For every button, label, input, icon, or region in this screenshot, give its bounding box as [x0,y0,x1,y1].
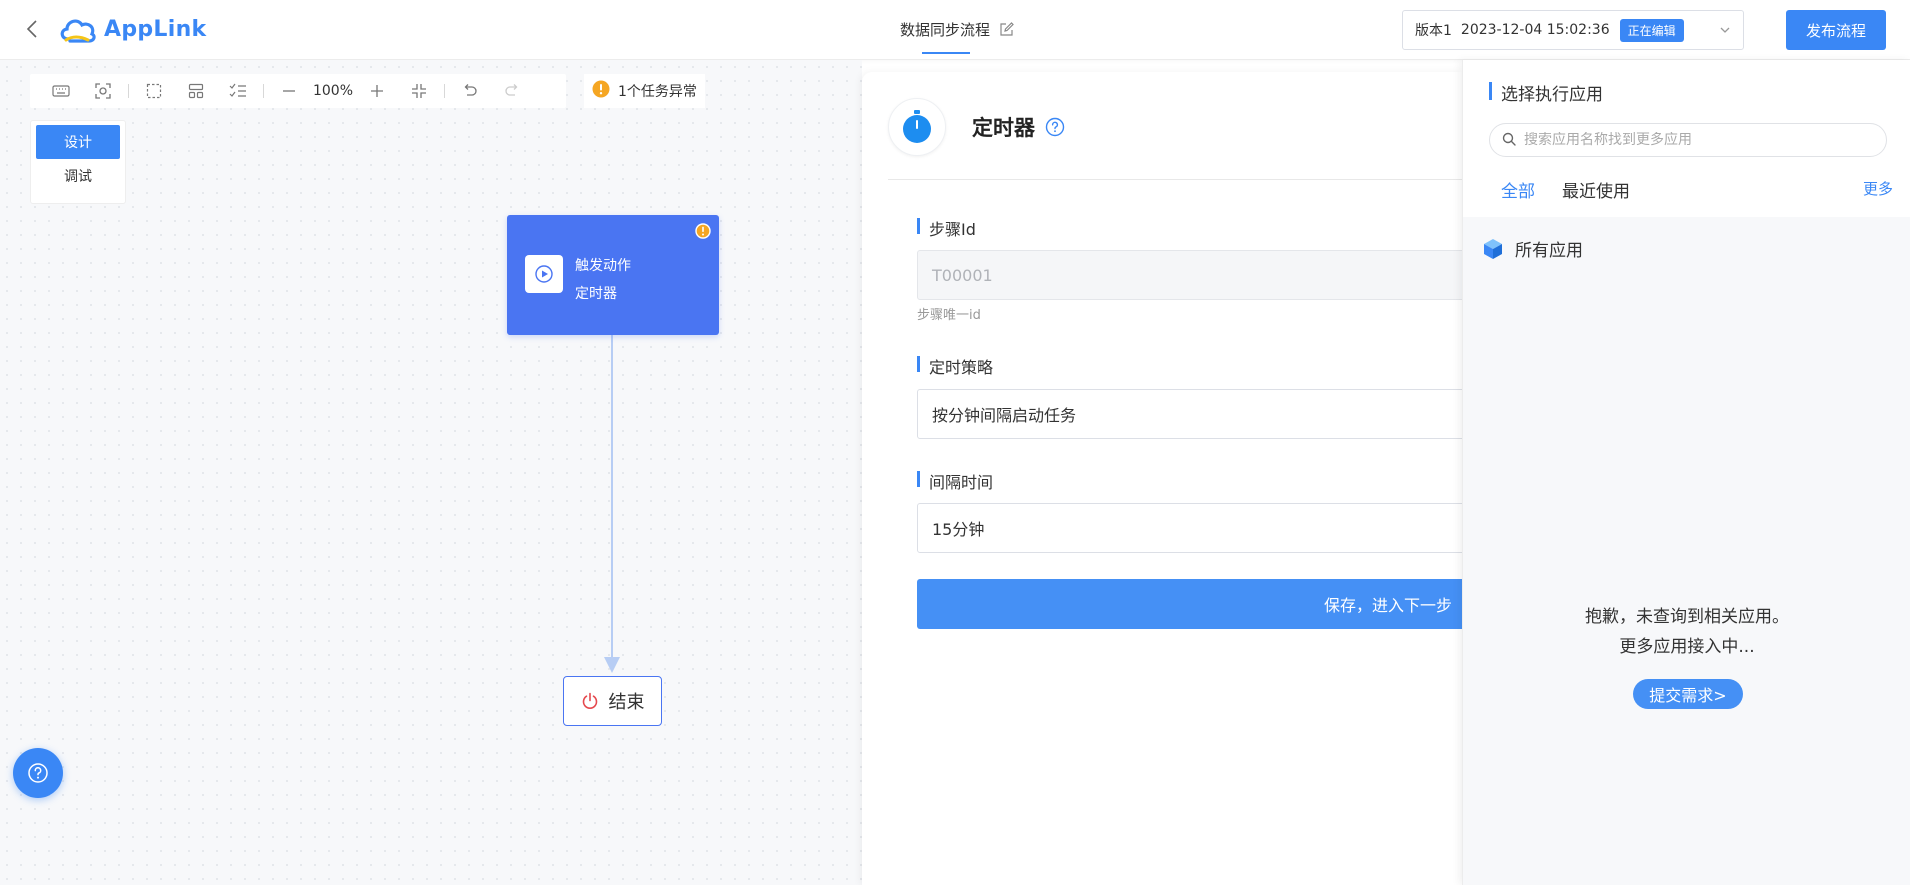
redo-button[interactable] [491,74,533,108]
version-select[interactable]: 版本1 2023-12-04 15:02:36 正在编辑 [1402,10,1744,50]
end-node[interactable]: 结束 [563,676,662,726]
auto-layout-button[interactable] [175,74,217,108]
step-id-hint: 步骤唯一id [917,308,981,323]
toolbar-divider [128,84,129,98]
canvas-toolbar: 100% [30,74,566,108]
timer-icon [888,98,946,156]
fit-view-button[interactable] [82,74,124,108]
strategy-select[interactable]: 按分钟间隔启动任务 [917,389,1462,439]
strategy-label: 定时策略 [917,354,993,378]
chevron-down-icon [1719,24,1731,40]
mode-switch: 设计 调试 [30,120,126,204]
question-circle-icon[interactable] [1045,117,1065,137]
box-select-icon [146,83,162,99]
design-mode-button[interactable]: 设计 [36,125,120,159]
undo-icon [464,84,477,96]
task-warning-chip[interactable]: 1个任务异常 [584,74,705,108]
zoom-level: 100% [312,83,354,99]
app-search-input[interactable] [1524,132,1864,148]
checklist-icon [229,83,246,97]
task-warning-text: 1个任务异常 [618,84,697,100]
editing-status-badge: 正在编辑 [1619,18,1684,42]
save-next-button[interactable]: 保存，进入下一步 [917,579,1462,629]
flow-title: 数据同步流程 [900,19,1014,40]
power-icon [581,692,599,710]
node-warning-icon [695,223,711,243]
focus-icon [95,83,111,99]
cube-icon [1481,237,1505,261]
all-apps-label: 所有应用 [1515,241,1583,261]
app-selector-panel: 选择执行应用 全部 最近使用 更多 [1462,60,1910,885]
checklist-button[interactable] [217,74,259,108]
question-icon [28,763,48,783]
app-search-box[interactable] [1489,123,1887,157]
undo-button[interactable] [449,74,491,108]
minus-icon [283,90,295,92]
play-icon [525,255,563,293]
logo[interactable]: AppLink [58,14,206,44]
zoom-out-button[interactable] [268,74,310,108]
end-node-label: 结束 [608,692,645,713]
layout-icon [188,83,204,99]
config-header: 定时器 [888,98,1065,156]
logo-text: AppLink [104,16,207,42]
app-panel-title: 选择执行应用 [1489,80,1603,105]
search-icon [1502,131,1516,150]
shrink-icon [412,84,426,98]
interval-select[interactable]: 15分钟 [917,503,1462,553]
tab-all[interactable]: 全部 [1501,182,1535,202]
warning-icon [592,80,610,102]
trigger-node-title: 触发动作 [575,258,631,274]
back-button[interactable] [20,16,44,42]
edit-title-icon[interactable] [999,22,1014,37]
empty-message-line2: 更多应用接入中... [1619,637,1755,657]
debug-mode-button[interactable]: 调试 [64,169,92,185]
box-select-button[interactable] [133,74,175,108]
config-title: 定时器 [972,116,1035,140]
step-id-label: 步骤Id [917,216,976,240]
version-label: 版本1 [1415,23,1452,39]
tab-recent[interactable]: 最近使用 [1562,182,1630,202]
all-apps-category[interactable]: 所有应用 [1481,236,1583,261]
submit-request-button[interactable]: 提交需求> [1633,679,1743,709]
keyboard-icon [52,85,70,97]
cloud-logo-icon [60,19,96,43]
app-panel-top: 选择执行应用 全部 最近使用 更多 [1463,60,1910,217]
keyboard-shortcuts-button[interactable] [40,74,82,108]
header: AppLink 数据同步流程 版本1 2023-12-04 15:02:36 正… [0,0,1910,60]
empty-message-line1: 抱歉，未查询到相关应用。 [1585,607,1789,627]
redo-icon [505,84,518,96]
step-id-field: T00001 [917,250,1462,300]
step-config-panel: 定时器 步骤Id T00001 步骤唯一id 定时策略 按分钟间隔启动任务 间隔… [862,72,1462,885]
interval-label: 间隔时间 [917,469,993,493]
help-button[interactable] [13,748,63,798]
connector-arrow [604,657,620,673]
version-timestamp: 2023-12-04 15:02:36 [1460,22,1610,38]
trigger-node-subtitle: 定时器 [575,286,617,302]
more-link[interactable]: 更多 [1862,180,1893,198]
collapse-view-button[interactable] [398,74,440,108]
publish-flow-button[interactable]: 发布流程 [1786,10,1886,50]
flow-title-text: 数据同步流程 [900,21,991,39]
flow-canvas[interactable]: 100% [0,60,862,885]
trigger-node[interactable]: 触发动作 定时器 [507,215,719,335]
plus-icon [371,85,383,97]
toolbar-divider [263,84,264,98]
config-divider [888,179,1462,180]
toolbar-divider [444,84,445,98]
chevron-left-icon [26,20,37,38]
flow-title-underline [922,52,970,54]
zoom-in-button[interactable] [356,74,398,108]
flow-connector-line [611,334,613,662]
